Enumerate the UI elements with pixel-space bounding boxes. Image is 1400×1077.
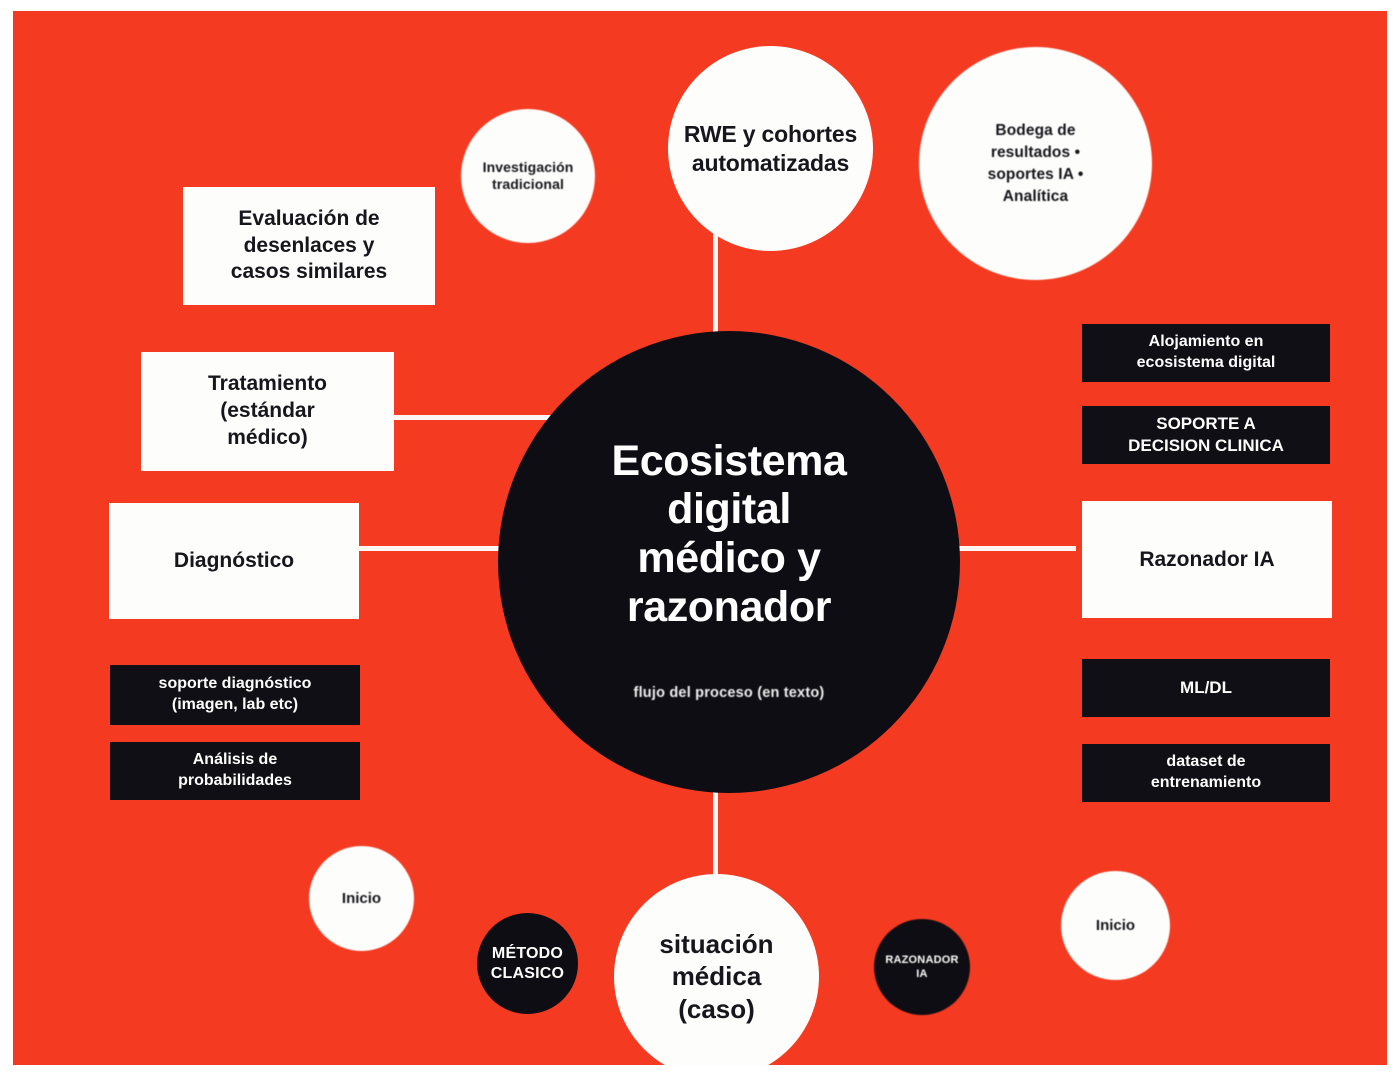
node-label: Inicio (341, 890, 382, 907)
node-bodega-resultados[interactable]: Bodega de resultados • soportes IA • Ana… (919, 47, 1152, 280)
node-soporte-decision-clinica[interactable]: SOPORTE A DECISION CLINICA (1082, 406, 1330, 464)
node-label: Investigación tradicional (482, 158, 574, 193)
node-dataset-entrenamiento[interactable]: dataset de entrenamiento (1082, 744, 1330, 802)
connector-diagnostico-to-hub (345, 546, 525, 551)
node-label: Bodega de resultados • soportes IA • Ana… (987, 121, 1084, 205)
node-inicio-izquierda[interactable]: Inicio (309, 846, 414, 951)
node-label: SOPORTE A DECISION CLINICA (1128, 413, 1284, 455)
node-razonador-ia[interactable]: Razonador IA (1082, 501, 1332, 618)
center-hub-ecosistema[interactable]: Ecosistema digital médico y razonador fl… (498, 331, 960, 793)
node-label: dataset de entrenamiento (1150, 753, 1262, 791)
node-soporte-diagnostico[interactable]: soporte diagnóstico (imagen, lab etc) (110, 665, 360, 725)
poster-background: Ecosistema digital médico y razonador fl… (13, 11, 1387, 1065)
node-label: Análisis de probabilidades (178, 751, 292, 789)
node-label: Inicio (1095, 917, 1136, 934)
node-inicio-derecha[interactable]: Inicio (1061, 871, 1170, 980)
connector-hub-to-situacion (713, 751, 718, 891)
node-analisis-probabilidades[interactable]: Análisis de probabilidades (110, 742, 360, 800)
node-label: RWE y cohortes automatizadas (683, 121, 858, 176)
connector-tratamiento-to-hub (379, 415, 565, 420)
node-diagnostico[interactable]: Diagnóstico (109, 503, 359, 619)
node-label: situación médica (caso) (659, 928, 774, 1024)
node-label: soporte diagnóstico (imagen, lab etc) (158, 675, 312, 713)
node-metodo-clasico[interactable]: MÉTODO CLASICO (477, 913, 578, 1014)
node-rwe-cohortes-automatizadas[interactable]: RWE y cohortes automatizadas (668, 46, 873, 251)
node-evaluacion-desenlaces[interactable]: Evaluación de desenlaces y casos similar… (183, 187, 435, 305)
node-alojamiento-ecosistema-digital[interactable]: Alojamiento en ecosistema digital (1082, 324, 1330, 382)
node-label: Evaluación de desenlaces y casos similar… (230, 206, 388, 284)
node-ml-dl[interactable]: ML/DL (1082, 659, 1330, 717)
node-label: Alojamiento en ecosistema digital (1136, 333, 1276, 371)
node-label: ML/DL (1180, 678, 1232, 697)
node-tratamiento-estandar-medico[interactable]: Tratamiento (estándar médico) (141, 352, 394, 471)
node-razonador-ia-circulo[interactable]: RAZONADOR IA (874, 919, 970, 1015)
node-label: Razonador IA (1139, 547, 1275, 571)
node-label: RAZONADOR IA (885, 953, 959, 980)
node-label: Tratamiento (estándar médico) (207, 372, 328, 449)
connector-rwe-to-hub (713, 226, 718, 376)
hub-subtitle: flujo del proceso (en texto) (633, 685, 825, 702)
connector-hub-to-razonador (931, 546, 1076, 551)
node-situacion-medica-caso[interactable]: situación médica (caso) (614, 874, 819, 1065)
node-label: Diagnóstico (173, 549, 295, 572)
node-label: MÉTODO CLASICO (490, 944, 565, 982)
hub-title: Ecosistema digital médico y razonador (611, 436, 847, 631)
node-investigacion-tradicional[interactable]: Investigación tradicional (461, 109, 595, 243)
